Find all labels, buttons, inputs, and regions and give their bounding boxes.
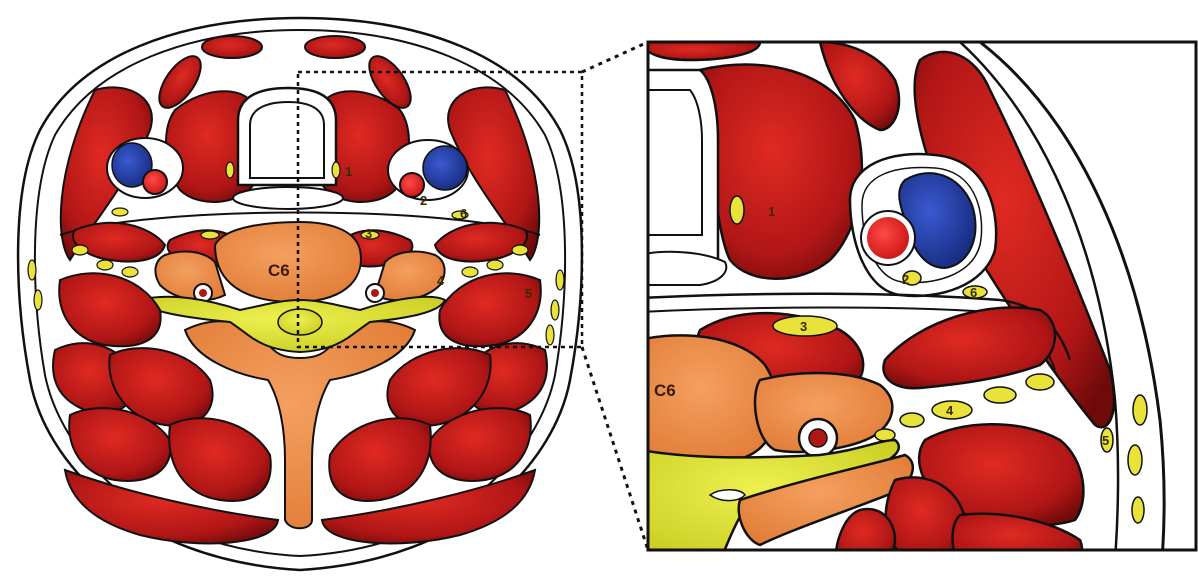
- zoom-vertebral-artery: [809, 429, 827, 447]
- internal-jugular-vein-right: [423, 146, 467, 190]
- strap-muscle: [305, 36, 365, 58]
- zoom-label-4: 4: [946, 403, 954, 418]
- common-carotid-artery-left: [143, 170, 167, 194]
- trachea-inner: [250, 102, 324, 178]
- vertebral-artery-left-inner: [199, 289, 207, 297]
- zoom-label-6: 6: [970, 285, 977, 300]
- zoom-connector-top: [582, 42, 648, 72]
- zoom-label-5: 5: [1102, 433, 1109, 448]
- left-label-3: 3: [365, 226, 372, 241]
- left-label-5: 5: [525, 286, 532, 301]
- right-zoom-panel: 1 2 6 3: [640, 42, 1196, 565]
- left-label-2: 2: [420, 193, 427, 208]
- zoom-nerve: [730, 196, 744, 224]
- zoom-esophagus: [640, 252, 726, 285]
- zoom-thyroid-lobe: [700, 64, 862, 278]
- zoom-label-3: 3: [800, 319, 807, 334]
- left-label-6: 6: [460, 206, 467, 221]
- zoom-vertebra-label: C6: [654, 381, 676, 400]
- zoom-label-2: 2: [902, 272, 909, 287]
- strap-muscle: [202, 36, 262, 58]
- vertebral-artery-right-inner: [371, 289, 379, 297]
- left-label-1: 1: [345, 164, 352, 179]
- esophagus: [233, 187, 343, 209]
- left-cross-section: C6 3 4 5 6 1 2: [18, 18, 582, 570]
- zoom-connector-bottom: [582, 347, 648, 550]
- zoom-label-1: 1: [768, 204, 775, 219]
- left-vertebra-label: C6: [268, 261, 290, 280]
- zoom-common-carotid-artery-lumen: [867, 217, 909, 259]
- left-label-4: 4: [437, 273, 445, 288]
- spinal-canal: [278, 309, 322, 335]
